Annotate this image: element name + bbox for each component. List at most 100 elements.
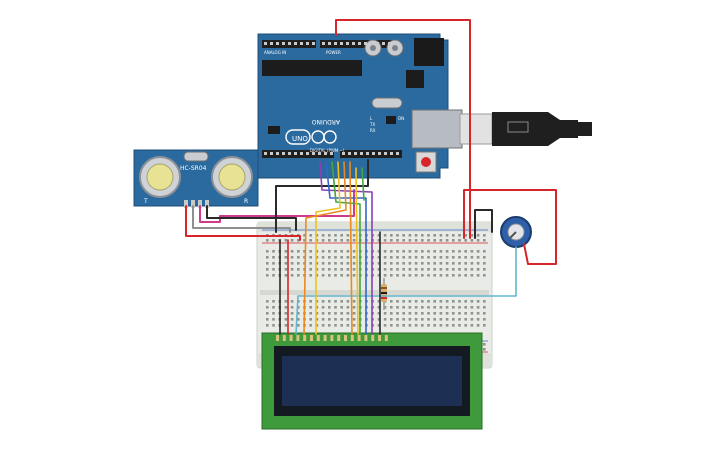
breadboard-hole <box>303 239 306 242</box>
breadboard-hole <box>414 250 418 253</box>
breadboard-hole <box>483 262 486 265</box>
breadboard-hole <box>464 324 467 327</box>
lcd-pin <box>310 335 313 341</box>
breadboard-hole <box>290 300 294 303</box>
breadboard-hole <box>321 268 325 271</box>
header-pin <box>382 42 385 45</box>
breadboard-hole <box>290 274 294 277</box>
breadboard-hole <box>396 306 399 309</box>
breadboard-hole <box>383 239 387 242</box>
header-pin <box>390 152 393 155</box>
breadboard-hole <box>390 268 393 271</box>
breadboard-hole <box>452 324 455 327</box>
breadboard-hole <box>408 300 412 303</box>
breadboard-hole <box>346 318 350 321</box>
breadboard-hole <box>470 234 474 237</box>
breadboard-hole <box>452 268 455 271</box>
breadboard-hole <box>328 262 331 265</box>
breadboard-hole <box>309 239 312 242</box>
breadboard-hole <box>315 318 319 321</box>
breadboard-hole <box>284 256 288 259</box>
breadboard-hole <box>315 312 319 315</box>
breadboard-hole <box>445 312 449 315</box>
breadboard-hole <box>421 324 424 327</box>
breadboard-hole <box>290 239 294 242</box>
breadboard-hole <box>408 274 412 277</box>
header-pin <box>306 42 309 45</box>
breadboard-hole <box>309 312 312 315</box>
breadboard-hole <box>272 324 275 327</box>
wire-orange-1 <box>303 161 347 335</box>
breadboard-hole <box>309 324 312 327</box>
sensor-r-label: R <box>244 198 248 205</box>
breadboard-hole <box>346 234 350 237</box>
header-pin <box>384 152 387 155</box>
breadboard-hole <box>483 306 486 309</box>
breadboard-hole <box>377 262 381 265</box>
breadboard-hole <box>346 306 350 309</box>
header-pin <box>312 152 315 155</box>
breadboard-hole <box>321 318 325 321</box>
breadboard-hole <box>427 324 430 327</box>
breadboard-hole <box>445 250 449 253</box>
breadboard-hole <box>377 268 381 271</box>
potentiometer[interactable] <box>500 216 532 248</box>
breadboard-hole <box>476 250 480 253</box>
breadboard-hole <box>272 318 275 321</box>
breadboard-hole <box>334 250 337 253</box>
header-pin <box>294 152 297 155</box>
breadboard-hole <box>352 250 356 253</box>
breadboard-hole <box>476 268 480 271</box>
breadboard-hole <box>414 312 418 315</box>
breadboard-hole <box>290 312 294 315</box>
breadboard-hole <box>458 250 461 253</box>
breadboard-hole <box>464 239 467 242</box>
breadboard-hole <box>290 268 294 271</box>
header-pin <box>288 42 291 45</box>
breadboard-hole <box>272 300 275 303</box>
lcd-pin <box>384 335 388 341</box>
wire-purple-1 <box>319 161 373 335</box>
breadboard-hole <box>266 250 269 253</box>
breadboard-hole <box>452 306 455 309</box>
breadboard-hole <box>390 250 393 253</box>
breadboard-hole <box>427 268 430 271</box>
breadboard-hole <box>334 274 337 277</box>
breadboard-hole <box>340 262 343 265</box>
breadboard-hole <box>352 262 356 265</box>
breadboard-hole <box>414 324 418 327</box>
breadboard-hole <box>427 256 430 259</box>
breadboard-hole <box>390 306 393 309</box>
breadboard-hole <box>470 239 474 242</box>
breadboard-hole <box>284 239 288 242</box>
breadboard-hole <box>266 274 269 277</box>
reset-button[interactable] <box>421 157 431 167</box>
breadboard-hole <box>328 256 331 259</box>
breadboard-hole <box>396 274 399 277</box>
wire-sensor-gray <box>192 205 291 233</box>
breadboard-hole <box>396 250 399 253</box>
breadboard-hole <box>340 306 343 309</box>
header-pin <box>330 152 333 155</box>
breadboard-hole <box>328 318 331 321</box>
potentiometer-knob-indicator <box>509 231 517 239</box>
breadboard-hole <box>445 300 449 303</box>
breadboard-hole <box>402 324 405 327</box>
breadboard-hole <box>433 306 436 309</box>
power-label: POWER <box>326 50 341 55</box>
breadboard-hole <box>377 306 381 309</box>
breadboard-hole <box>266 256 269 259</box>
breadboard-hole <box>309 262 312 265</box>
lcd-pin <box>364 335 368 341</box>
breadboard-hole <box>452 312 455 315</box>
breadboard-hole <box>297 250 300 253</box>
breadboard-hole <box>266 318 269 321</box>
breadboard-hole <box>346 268 350 271</box>
header-pin <box>370 42 373 45</box>
breadboard-hole <box>383 268 387 271</box>
header-pin <box>346 42 349 45</box>
breadboard-hole <box>427 262 430 265</box>
wire-green-1 <box>331 161 361 335</box>
breadboard-hole <box>272 256 275 259</box>
header-pin <box>264 152 267 155</box>
